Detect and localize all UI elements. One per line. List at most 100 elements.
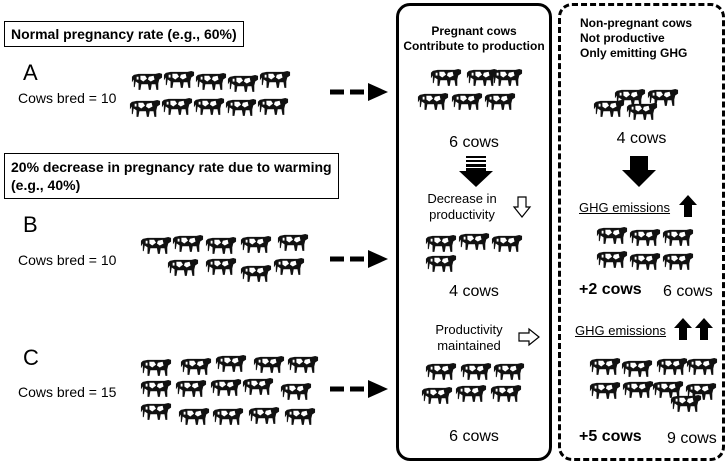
row-c-cows-bred: Cows bred = 15 xyxy=(18,384,117,400)
cow-icon xyxy=(455,384,487,402)
row-a-nonpregnant-count: 4 cows xyxy=(616,130,667,147)
cow-icon xyxy=(596,250,628,268)
cow-icon xyxy=(227,74,259,92)
cow-icon xyxy=(131,72,163,90)
cow-icon xyxy=(451,92,483,110)
nonpregnant-cows-panel xyxy=(558,3,725,461)
row-c-pregnant-count: 6 cows xyxy=(449,428,499,445)
cow-icon xyxy=(629,228,661,246)
cow-icon xyxy=(195,72,227,90)
row-b-cows-bred: Cows bred = 10 xyxy=(18,252,117,268)
row-c-letter: C xyxy=(23,345,39,370)
cow-icon xyxy=(662,252,694,270)
cow-icon xyxy=(430,68,462,86)
ghg-emissions-label-c: GHG emissions xyxy=(575,323,667,338)
cow-icon xyxy=(175,379,207,397)
cow-icon xyxy=(205,236,237,254)
cow-icon xyxy=(225,98,257,116)
row-c-nonpregnant-count: 9 cows xyxy=(667,430,717,447)
cow-icon xyxy=(593,99,625,117)
cow-icon xyxy=(248,406,280,424)
cow-icon xyxy=(589,357,621,375)
nonpregnant-panel-header: Non-pregnant cows Not productive Only em… xyxy=(580,16,692,61)
row-a-pregnant-count: 6 cows xyxy=(449,134,499,151)
nonpregnant-header-line1: Non-pregnant cows xyxy=(580,16,693,30)
pregnant-header-line1: Pregnant cows xyxy=(431,24,517,38)
row-a-cows-bred: Cows bred = 10 xyxy=(18,90,117,106)
down-arrow-icon xyxy=(459,156,493,187)
pregnant-header-line2: Contribute to production xyxy=(403,39,545,53)
cow-icon xyxy=(425,362,457,380)
cow-icon xyxy=(163,70,195,88)
cow-icon xyxy=(686,357,718,375)
row-b-pregnant-count: 4 cows xyxy=(449,283,499,300)
cow-icon xyxy=(140,358,172,376)
cow-icon xyxy=(621,359,653,377)
cow-icon xyxy=(670,394,702,412)
cow-icon xyxy=(242,377,274,395)
row-a-letter: A xyxy=(23,60,38,85)
cow-icon xyxy=(212,407,244,425)
cow-icon xyxy=(140,402,172,420)
decrease-line2: productivity xyxy=(429,207,495,222)
row-c-extra-count: +5 cows xyxy=(579,428,642,445)
cow-icon xyxy=(253,355,285,373)
cow-icon xyxy=(257,97,289,115)
cow-icon xyxy=(193,97,225,115)
cow-icon xyxy=(273,257,305,275)
cow-icon xyxy=(662,228,694,246)
cow-icon xyxy=(205,257,237,275)
maintained-line1: Productivity xyxy=(435,322,503,337)
cow-icon xyxy=(421,386,453,404)
cow-icon xyxy=(178,407,210,425)
cow-icon xyxy=(460,362,492,380)
decrease-productivity-label: Decrease in productivity xyxy=(420,191,504,223)
double-up-arrow-icon xyxy=(674,318,713,340)
maintained-line2: maintained xyxy=(437,338,501,353)
cow-icon xyxy=(277,233,309,251)
cow-icon xyxy=(491,68,523,86)
cow-icon xyxy=(629,252,661,270)
dashed-arrow-icon xyxy=(330,83,388,101)
row-b-letter: B xyxy=(23,212,38,237)
cow-icon xyxy=(626,102,658,120)
cow-icon xyxy=(140,379,172,397)
nonpregnant-header-line3: Only emitting GHG xyxy=(580,46,688,60)
ghg-emissions-label-b: GHG emissions xyxy=(579,200,671,215)
nonpregnant-header-line2: Not productive xyxy=(580,31,665,45)
cow-icon xyxy=(425,254,457,272)
cow-icon xyxy=(180,357,212,375)
cow-icon xyxy=(596,226,628,244)
cow-icon xyxy=(458,232,490,250)
outline-right-arrow-icon xyxy=(518,327,540,347)
cow-icon xyxy=(425,234,457,252)
productivity-maintained-label: Productivity maintained xyxy=(427,322,511,354)
cow-icon xyxy=(210,378,242,396)
cow-icon xyxy=(259,70,291,88)
normal-rate-label: Normal pregnancy rate (e.g., 60%) xyxy=(4,21,244,47)
cow-icon xyxy=(656,357,688,375)
cow-icon xyxy=(490,384,522,402)
cow-icon xyxy=(280,382,312,400)
warming-label-line1: 20% decrease in pregnancy rate due to wa… xyxy=(11,159,332,175)
warming-label-line2: (e.g., 40%) xyxy=(11,177,81,193)
cow-icon xyxy=(589,381,621,399)
dashed-arrow-icon xyxy=(330,250,388,268)
cow-icon xyxy=(172,234,204,252)
decrease-line1: Decrease in xyxy=(427,191,497,206)
cow-icon xyxy=(240,264,272,282)
row-b-extra-count: +2 cows xyxy=(579,281,642,298)
cow-icon xyxy=(284,407,316,425)
cow-icon xyxy=(484,92,516,110)
cow-icon xyxy=(287,355,319,373)
cow-icon xyxy=(140,236,172,254)
cow-icon xyxy=(129,99,161,117)
outline-down-arrow-icon xyxy=(512,196,532,218)
cow-icon xyxy=(167,258,199,276)
pregnant-panel-header: Pregnant cows Contribute to production xyxy=(398,24,550,54)
cow-icon xyxy=(161,97,193,115)
cow-icon xyxy=(215,354,247,372)
cow-icon xyxy=(417,92,449,110)
pregnant-cows-panel xyxy=(396,3,552,461)
warming-rate-label: 20% decrease in pregnancy rate due to wa… xyxy=(4,153,339,199)
